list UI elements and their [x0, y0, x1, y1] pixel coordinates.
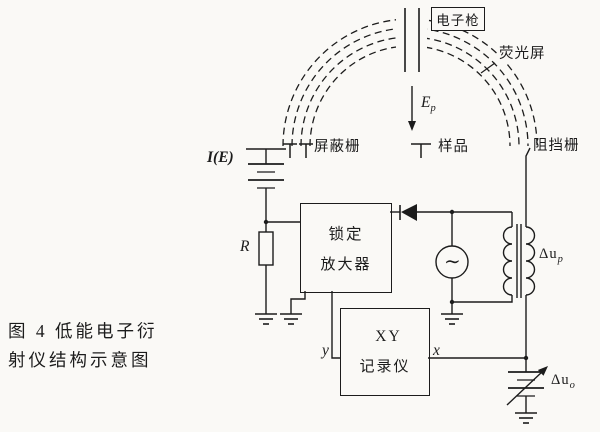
resistor-symbol — [258, 231, 274, 266]
fluorescent-screen-label: 荧光屏 — [497, 46, 548, 63]
figure-caption-line2: 射仪结构示意图 — [8, 350, 152, 370]
electron-gun-label: 电子枪 — [436, 13, 480, 28]
ac-source-circle — [435, 245, 469, 279]
sample-label: 样品 — [438, 139, 469, 155]
oscillator-symbol: ∼ — [444, 251, 461, 273]
lockin-label-line2: 放大器 — [320, 257, 372, 273]
retarding-grid-label: 阻挡栅 — [533, 138, 580, 154]
diode-symbol — [399, 204, 417, 221]
electron-gun-label-box: 电子枪 — [431, 7, 485, 31]
lockin-label-line1: 锁定 — [328, 226, 364, 243]
figure-caption-line1: 图 4 低能电子衍 — [8, 321, 158, 341]
ep-arrow — [408, 86, 416, 131]
beam-current-label: I(E) — [207, 149, 234, 166]
y-axis-label: y — [322, 342, 329, 359]
gun-gap-mask — [396, 4, 427, 74]
ie-battery-symbol — [248, 163, 284, 189]
xy-recorder-box: XY 记录仪 — [340, 308, 430, 396]
transformer-symbol — [502, 224, 536, 298]
resistor-label: R — [240, 238, 250, 255]
junction-dots — [263, 209, 529, 361]
wires — [246, 147, 531, 413]
variable-arrow — [506, 366, 548, 406]
shield-grid-label: 屏蔽栅 — [314, 139, 361, 155]
sample-electrode — [411, 143, 431, 158]
delta-up-label: Δup — [539, 246, 564, 265]
screen-leader-line — [480, 62, 496, 74]
delta-uo-label: Δuo — [551, 372, 576, 391]
recorder-label-line1: XY — [375, 328, 402, 345]
ep-label: Ep — [421, 94, 436, 115]
ground-symbols — [255, 313, 537, 424]
recorder-label-line2: 记录仪 — [359, 359, 411, 375]
electron-gun-tube — [404, 8, 420, 72]
x-axis-label: x — [433, 342, 440, 359]
lockin-amplifier-box: 锁定 放大器 — [300, 203, 392, 293]
shield-grid-electrodes — [283, 143, 313, 158]
